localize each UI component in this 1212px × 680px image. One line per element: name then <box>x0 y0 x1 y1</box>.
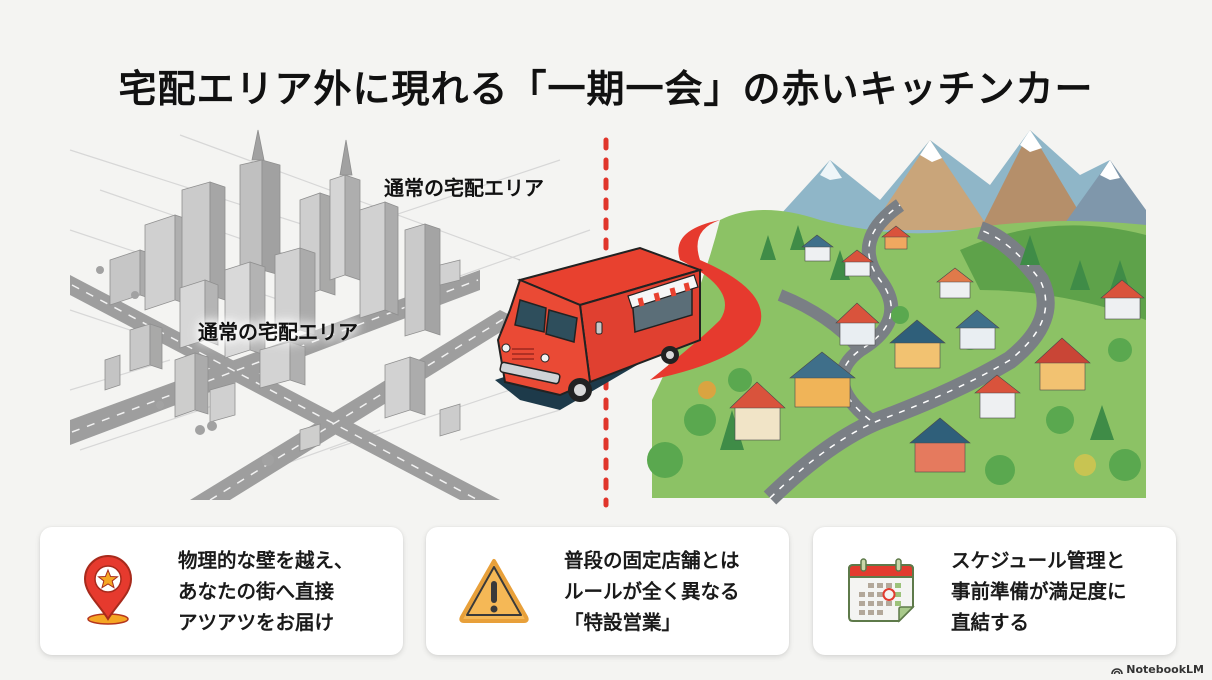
card-line: 普段の固定店舗とは <box>564 548 740 572</box>
brand-label: NotebookLM <box>1126 663 1204 676</box>
map-pin-star-icon <box>83 555 133 625</box>
feature-card-direct-delivery: 物理的な壁を越え、 あなたの街へ直接 アツアツをお届け <box>40 527 403 655</box>
illustration: 通常の宅配エリア 通常の宅配エリア <box>0 120 1212 510</box>
card-line: ルールが全く異なる <box>564 579 740 603</box>
warning-triangle-icon <box>459 559 529 623</box>
page-title: 宅配エリア外に現れる「一期一会」の赤いキッチンカー <box>118 67 1094 111</box>
card-line: 「特設営業」 <box>564 610 682 634</box>
food-truck-icon <box>495 246 704 410</box>
card-line: アツアツをお届け <box>178 610 335 634</box>
card-line: あなたの街へ直接 <box>178 579 335 603</box>
city-to-village-illustration <box>69 129 1146 508</box>
notebooklm-watermark: NotebookLM <box>1111 663 1204 676</box>
feature-card-special-business: 普段の固定店舗とは ルールが全く異なる 「特設営業」 <box>426 527 789 655</box>
notebooklm-logo-icon <box>1111 668 1124 674</box>
delivery-area-label-city: 通常の宅配エリア <box>198 320 358 344</box>
card-line: 事前準備が満足度に <box>951 579 1127 603</box>
calendar-icon <box>848 558 915 623</box>
village-scene <box>647 130 1146 505</box>
card-line: 物理的な壁を越え、 <box>178 548 354 572</box>
card-line: スケジュール管理と <box>951 548 1126 572</box>
delivery-area-label: 通常の宅配エリア <box>384 176 544 200</box>
feature-card-schedule: スケジュール管理と 事前準備が満足度に 直結する <box>813 527 1176 655</box>
card-line: 直結する <box>951 610 1030 634</box>
city-scene <box>69 129 591 501</box>
